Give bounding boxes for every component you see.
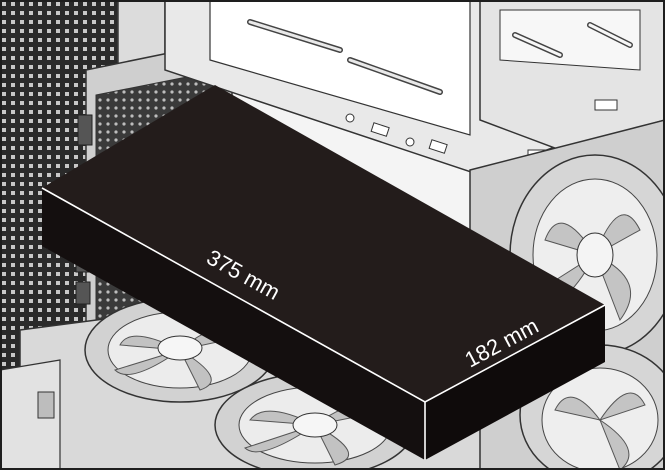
- bottom-fan-area: [0, 297, 481, 470]
- front-top-bracket: [479, 0, 665, 161]
- psu-block: [41, 85, 606, 460]
- psu-block-front: [42, 188, 425, 460]
- psu-block-top: [42, 85, 605, 402]
- psu-block-side: [425, 305, 605, 460]
